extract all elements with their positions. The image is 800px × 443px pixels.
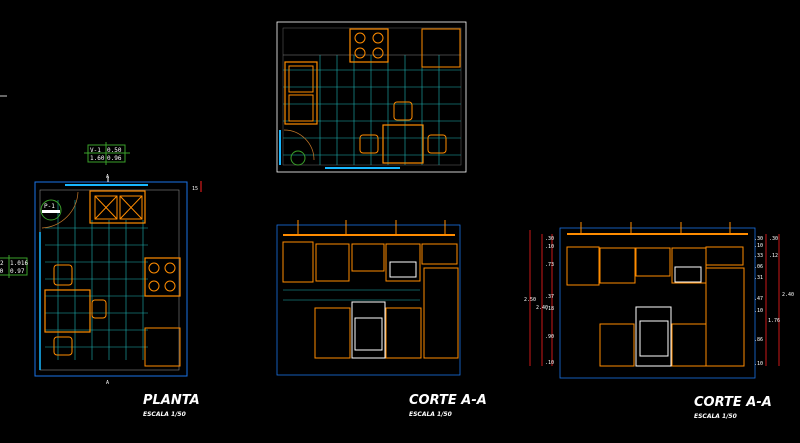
dim-right-outer: .30 [769,236,778,242]
dim-right: .10 [754,308,763,314]
dim-left: .10 [545,360,554,366]
kitchen-plan-detail [276,21,467,173]
dim-right-outer: 1.76 [768,318,780,324]
dim-left-total: 2.50 [524,297,536,303]
sink [89,190,146,224]
sink-detail [284,61,318,125]
window-tag-v2-sill: 0.97 [10,268,25,275]
floor-plan: A A P-1 V-1 0.50 1.60 0.96 2 1.016 80 0.… [0,142,202,418]
window-tag-v1: V-1 0.50 1.60 0.96 [84,142,130,165]
section-1-title: CORTE A-A [409,393,487,408]
dim-right: .33 [754,253,763,259]
section-2-scale: ESCALA 1/50 [694,413,737,420]
section-2-title: CORTE A-A [694,395,772,410]
oven-and-microwave-2 [635,266,702,367]
window-tag-v1-height: 1.60 [90,155,105,162]
window-tag-v2: 2 1.016 80 0.97 [0,255,28,278]
plan-title: PLANTA [143,393,200,408]
door-tag-detail [290,150,306,166]
dim-top: 15 [192,186,198,192]
cabinets-2 [566,246,745,367]
dim-left: .90 [545,334,554,340]
stove-detail [349,28,389,63]
fridge-detail [421,28,461,68]
plan-inner-wall [39,189,180,371]
section-mark-top: A [106,174,109,180]
window-tag-v2-height: 80 [0,268,4,275]
section-1-scale: ESCALA 1/50 [409,411,452,418]
dim-right: .10 [754,361,763,367]
ceiling-lights [297,220,446,235]
ceiling-lights-2 [580,222,731,234]
section-1-elevation: CORTE A-A ESCALA 1/50 [276,220,487,418]
dim-right: .30 [754,236,763,242]
stove [144,257,181,297]
dimension-lines [529,230,780,366]
window-tag-v1-id: V-1 [90,147,101,154]
section-2-elevation: 2.50 2.40 .30 .10 .73 .37 .18 .90 .10 .3… [524,222,794,420]
dim-right: .86 [754,337,763,343]
door-tag-label: P-1 [44,203,55,210]
dim-left: .73 [545,262,554,268]
door-swing [41,191,79,229]
dim-left-sub: 2.40 [536,305,548,311]
wall-tiles [283,289,420,301]
dim-right-outer: 2.40 [782,292,794,298]
dim-right: .10 [754,243,763,249]
dim-left: .18 [545,306,554,312]
dining-table [44,264,107,356]
dim-right-outer: .12 [769,253,778,259]
dim-left: .30 [545,236,554,242]
cabinets [282,241,459,359]
plan-scale: ESCALA 1/50 [143,411,186,418]
door-swing-detail [283,129,315,161]
window-tag-v2-id: 2 [0,260,4,267]
window-tag-v1-width: 0.50 [107,147,122,154]
oven-and-microwave [351,261,417,359]
section-mark-bottom: A [106,380,109,386]
dim-right: .06 [754,264,763,270]
floor-tiles-detail [283,55,461,165]
table-detail [359,101,447,164]
dim-left: .10 [545,244,554,250]
window-tag-v1-sill: 0.96 [107,155,122,162]
window-tag-v2-width: 1.016 [10,260,28,267]
door-tag: P-1 [40,199,62,221]
plan-outer-wall [34,181,188,377]
dim-right: .31 [754,275,763,281]
floor-tiles [45,200,148,360]
dim-left: .37 [545,294,554,300]
dim-right: .47 [754,296,763,302]
fridge [144,327,181,367]
